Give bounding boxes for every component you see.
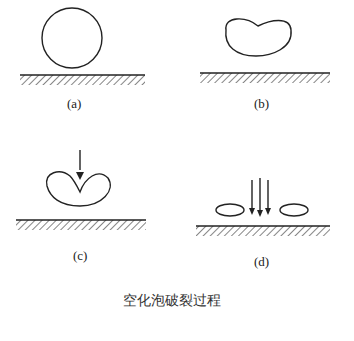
flow-arrow	[259, 178, 260, 212]
bubble	[226, 19, 291, 56]
solid-wall	[16, 73, 330, 236]
flow-arrow	[79, 150, 80, 170]
bubble	[216, 204, 244, 216]
panel-label: (a)	[67, 96, 81, 112]
bubble	[280, 204, 308, 216]
panel-label: (d)	[254, 254, 269, 270]
bubble	[42, 8, 102, 68]
flow-arrow	[267, 180, 268, 210]
figure-caption: 空化泡破裂过程	[123, 292, 221, 310]
panel-label: (c)	[73, 248, 87, 264]
flow-arrow	[251, 180, 252, 210]
panel-label: (b)	[254, 96, 269, 112]
bubble	[47, 172, 111, 206]
